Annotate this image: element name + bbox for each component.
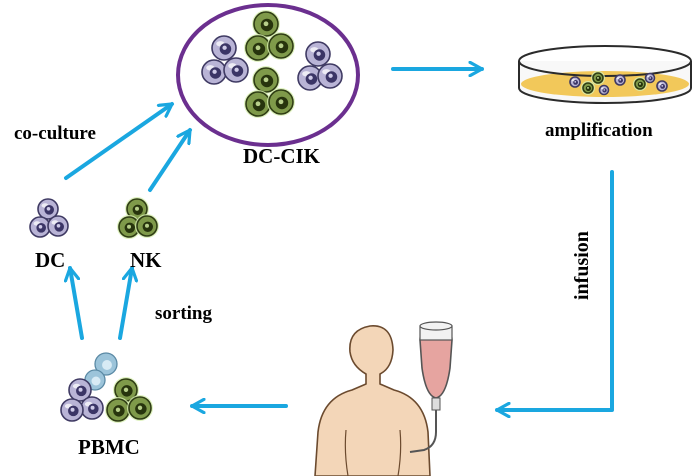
iv-bag-icon <box>409 321 453 453</box>
arrow-pbmc-to-dc <box>70 266 84 340</box>
dc-cik-label: DC-CIK <box>243 144 320 168</box>
pbmc-cell-cluster <box>60 352 153 423</box>
arrow-dc-to-dc-cik <box>64 102 174 180</box>
amplification-label: amplification <box>545 120 653 141</box>
nk-label: NK <box>130 248 162 272</box>
co-culture-label: co-culture <box>14 123 96 144</box>
patient-silhouette-icon <box>314 325 431 476</box>
dc-cik-cell-cluster <box>176 3 360 147</box>
infusion-label: infusion <box>571 231 593 300</box>
arrow-infusion <box>495 170 614 410</box>
petri-dish-icon <box>518 45 692 104</box>
nk-cell-cluster <box>117 197 159 239</box>
arrow-nk-to-dc-cik <box>148 128 192 192</box>
arrow-pbmc-to-nk <box>118 266 132 340</box>
sorting-label: sorting <box>155 303 212 324</box>
dc-cell-cluster <box>29 198 69 238</box>
dc-label: DC <box>35 248 66 272</box>
pbmc-label: PBMC <box>78 435 140 459</box>
